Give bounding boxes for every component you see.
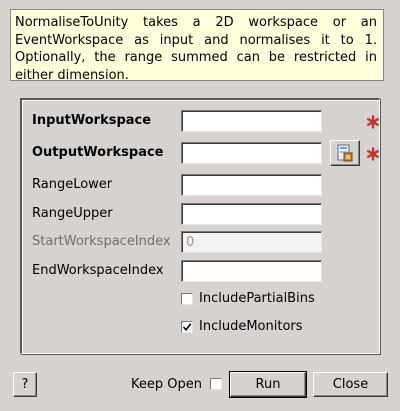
output-workspace-label: OutputWorkspace <box>32 145 164 160</box>
close-button[interactable]: Close <box>313 372 388 397</box>
algorithm-description: NormaliseToUnity takes a 2D workspace or… <box>10 9 384 83</box>
help-button[interactable]: ? <box>13 372 37 397</box>
range-upper-field[interactable] <box>181 203 322 225</box>
include-partial-bins-label: IncludePartialBins <box>199 291 315 306</box>
range-upper-label: RangeUpper <box>32 206 113 221</box>
input-workspace-field[interactable] <box>181 110 322 132</box>
workspace-browse-icon <box>337 144 353 162</box>
browse-workspace-button[interactable] <box>330 140 360 166</box>
end-workspace-index-label: EndWorkspaceIndex <box>32 263 164 278</box>
required-star-icon <box>367 115 380 129</box>
checkmark-icon <box>182 323 192 332</box>
range-lower-label: RangeLower <box>32 177 113 192</box>
include-monitors-checkbox[interactable] <box>181 321 193 333</box>
range-lower-field[interactable] <box>181 174 322 196</box>
required-star-icon <box>367 147 380 161</box>
include-monitors-label: IncludeMonitors <box>199 319 303 334</box>
keep-open-label: Keep Open <box>131 377 202 392</box>
start-workspace-index-label: StartWorkspaceIndex <box>32 234 171 249</box>
output-workspace-field[interactable] <box>181 142 322 164</box>
start-workspace-index-field <box>181 231 322 253</box>
end-workspace-index-field[interactable] <box>181 260 322 282</box>
keep-open-checkbox[interactable] <box>210 378 222 390</box>
include-partial-bins-checkbox[interactable] <box>181 293 193 305</box>
input-workspace-label: InputWorkspace <box>32 113 152 128</box>
run-button[interactable]: Run <box>229 371 307 398</box>
properties-panel <box>20 98 380 354</box>
